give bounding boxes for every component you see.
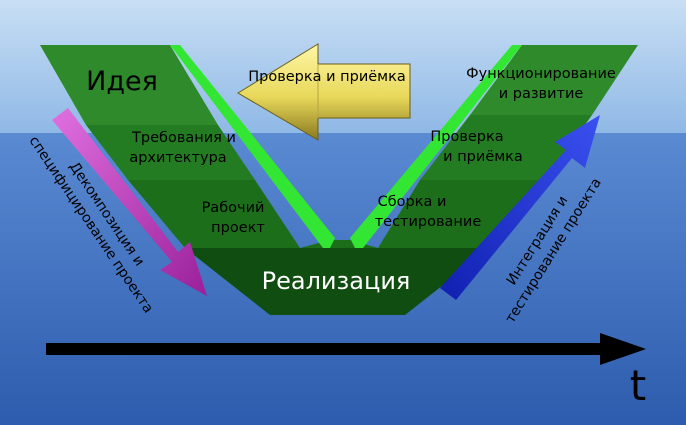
- integration-arrow-shape: [440, 115, 600, 300]
- v-shape: [40, 45, 638, 315]
- left-arrow: [52, 108, 207, 296]
- phase-requirements-label-line1: Требования и: [131, 130, 236, 146]
- top-arrow: [237, 43, 411, 141]
- phase-operation-label-line2: и развитие: [499, 86, 584, 102]
- time-axis: [46, 333, 646, 365]
- time-axis-arrowhead: [600, 333, 646, 365]
- band-verification: [420, 115, 592, 180]
- phase-idea-label: Идея: [86, 66, 158, 97]
- right-arrow: [440, 115, 600, 300]
- phase-requirements-label-line2: архитектура: [129, 150, 226, 166]
- time-axis-label: t: [630, 361, 646, 410]
- phase-assembly-label-line1: Сборка и: [378, 194, 447, 210]
- top-arrow-label: Проверка и приёмка: [248, 69, 406, 85]
- decomposition-arrow-shape: [52, 108, 207, 296]
- right-inner-edge: [350, 45, 522, 248]
- band-design: [128, 180, 300, 248]
- phase-implementation-label: Реализация: [262, 267, 411, 295]
- left-inner-edge: [170, 45, 335, 248]
- phase-verification-label-line1: Проверка: [430, 129, 503, 145]
- band-requirements: [86, 125, 255, 180]
- phase-verification-label-line2: и приёмка: [443, 149, 523, 165]
- verification-arrow-shape: [237, 43, 411, 141]
- band-idea: [40, 45, 218, 125]
- phase-operation-label-line1: Функционирование: [466, 66, 616, 82]
- time-axis-line: [46, 343, 606, 355]
- phase-assembly-label-line2: тестирование: [375, 214, 482, 230]
- phase-design-label-line2: проект: [211, 220, 265, 236]
- phase-design-label-line1: Рабочий: [202, 200, 265, 216]
- band-implementation: [185, 248, 490, 315]
- band-operation: [470, 45, 638, 115]
